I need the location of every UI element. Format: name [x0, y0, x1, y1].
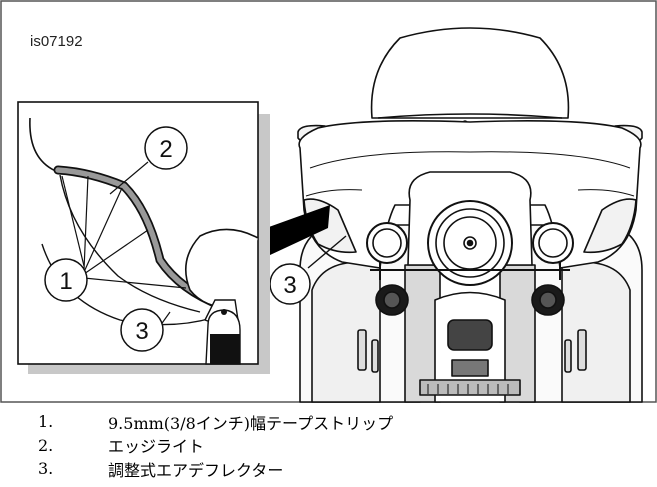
windshield	[370, 27, 570, 119]
inset-callout-3	[120, 308, 164, 352]
legend-list: 1. 9.5mm(3/8インチ)幅テープストリップ 2. エッジライト 3. 調…	[38, 410, 648, 481]
legend-text: エッジライト	[108, 437, 205, 457]
legend-item: 2. エッジライト	[38, 434, 648, 458]
legend-item: 3. 調整式エアデフレクター	[38, 457, 648, 481]
legend-number: 1.	[38, 412, 54, 432]
air-deflector-right	[583, 198, 637, 254]
svg-text:2: 2	[159, 136, 172, 163]
svg-text:1: 1	[59, 268, 72, 295]
legend-number: 2.	[38, 435, 54, 455]
legend-text: 調整式エアデフレクター	[108, 460, 284, 480]
zoom-wedge	[255, 205, 330, 262]
legend-item: 1. 9.5mm(3/8インチ)幅テープストリップ	[38, 410, 648, 434]
detail-inset: 2 1 3	[17, 101, 259, 365]
svg-text:3: 3	[135, 318, 148, 345]
legend-number: 3.	[38, 459, 54, 479]
inset-callout-1	[44, 258, 88, 302]
svg-text:3: 3	[283, 272, 296, 299]
motorcycle-illustration	[297, 27, 643, 403]
legend-text: 9.5mm(3/8インチ)幅テープストリップ	[108, 413, 394, 433]
figure-id-label: is07192	[30, 33, 83, 50]
diagram-figure: is07192	[0, 0, 657, 403]
inset-callout-2	[144, 126, 188, 170]
